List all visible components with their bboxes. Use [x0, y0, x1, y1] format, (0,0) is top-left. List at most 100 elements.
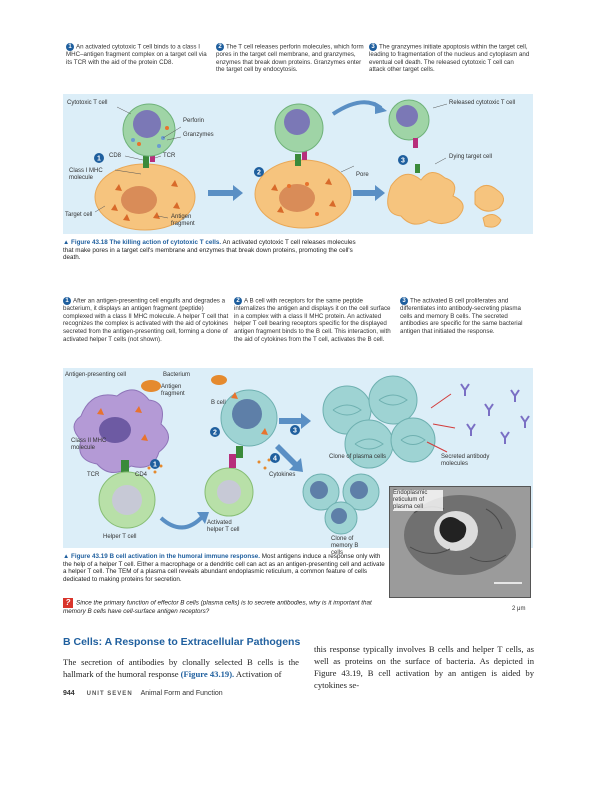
activation-arrow-head	[197, 512, 209, 524]
secreted-antibodies	[460, 383, 530, 444]
tcr-receptor	[413, 138, 418, 148]
fig2-question: ?Since the primary function of effector …	[63, 598, 385, 616]
step-text: A B cell with receptors for the same pep…	[234, 297, 391, 343]
question-mark-icon: ?	[63, 598, 73, 608]
label-secreted-antibody: Secreted antibody molecules	[441, 454, 490, 467]
target-nucleus	[121, 186, 157, 214]
granzyme-dots	[137, 126, 169, 146]
tcr-receptor	[229, 454, 236, 468]
label-bacterium: Bacterium	[163, 372, 191, 378]
label-memory-b-cells: Clone of memory B cells	[331, 536, 359, 556]
antibody-arrows	[426, 393, 456, 453]
t-cell-nucleus	[396, 105, 418, 127]
caption-title: B cell activation in the humoral immune …	[109, 553, 260, 560]
target-nucleus	[279, 184, 315, 212]
caption-text: An activated cytotoxic T cell releases m…	[63, 239, 356, 262]
scale-bar-label: 2 μm	[512, 606, 526, 612]
granzyme-dots	[287, 182, 319, 216]
marker-4: 4	[270, 453, 280, 463]
progress-arrow	[279, 413, 311, 429]
fig1-illustration: 1 2 3 Cytotoxic T cell Perforin Granzyme…	[63, 94, 533, 234]
mhc-receptor	[415, 164, 420, 173]
label-cd4: CD4	[135, 472, 148, 478]
antigen-fragments	[231, 392, 268, 435]
dying-target-cell	[387, 172, 464, 225]
label-cd8: CD8	[109, 153, 122, 159]
mhc-ii-receptor	[121, 460, 129, 472]
mhc-receptor	[143, 156, 149, 168]
helper-t-nucleus	[112, 485, 142, 515]
label-antigen-fragment: Antigen fragment	[161, 384, 185, 397]
label-b-cell: B cell	[211, 400, 226, 406]
svg-text:1: 1	[97, 156, 101, 163]
step-number-badge: 2	[216, 43, 224, 51]
caption-title: The killing action of cytotoxic T cells.	[109, 239, 222, 246]
svg-text:3: 3	[401, 158, 405, 165]
progress-arrow	[275, 444, 303, 472]
antigen-fragments	[111, 180, 180, 221]
fig1-caption: ▲ Figure 43.18 The killing action of cyt…	[63, 239, 363, 262]
caption-text: Most antigens induce a response only wit…	[63, 553, 385, 583]
fig2-illustration: 1 2 3 4 Antigen-presenting cell Bacteriu…	[63, 368, 533, 598]
cytokine-dots	[147, 458, 271, 474]
step-number-badge: 3	[369, 43, 377, 51]
progress-arrow	[208, 185, 243, 201]
label-granzymes: Granzymes	[183, 132, 214, 138]
section-heading: B Cells: A Response to Extracellular Pat…	[63, 636, 301, 648]
label-apc: Antigen-presenting cell	[65, 372, 127, 378]
label-tcr: TCR	[163, 153, 176, 159]
marker-3: 3	[290, 425, 300, 435]
b-cell-nucleus	[232, 399, 262, 429]
tcr-receptor	[302, 150, 307, 160]
step-text: After an antigen-presenting cell engulfs…	[63, 297, 229, 343]
svg-text:2: 2	[257, 170, 261, 177]
marker-3: 3	[398, 155, 408, 165]
mhc-receptor	[295, 154, 301, 166]
release-arrow-head	[375, 102, 387, 114]
question-text: Since the primary function of effector B…	[63, 599, 372, 615]
tcr-receptor	[150, 152, 155, 162]
label-plasma-cells: Clone of plasma cells	[329, 454, 387, 460]
fig2-svg: 1 2 3 4	[73, 375, 530, 535]
memory-b-cell-clone	[302, 473, 380, 535]
release-arrow	[331, 100, 383, 116]
figure-tag: ▲ Figure 43.19	[63, 553, 108, 560]
label-dying-target-cell: Dying target cell	[449, 154, 493, 160]
progress-arrow	[353, 185, 385, 201]
activation-arrow	[159, 514, 205, 530]
step-text: The granzymes initiate apoptosis within …	[369, 43, 530, 74]
body-column-2: this response typically involves B cells…	[314, 644, 534, 690]
bacterium	[141, 380, 161, 392]
svg-text:3: 3	[293, 428, 297, 435]
page-number: 944	[63, 690, 75, 697]
bacterium	[211, 375, 227, 385]
label-class-ii-mhc: Class II MHC molecule	[71, 438, 107, 451]
figure-tag: ▲ Figure 43.18	[63, 239, 108, 246]
label-er: Endoplasmic reticulum of plasma cell	[393, 490, 443, 511]
t-cell-nucleus	[284, 109, 310, 135]
figure-ref: (Figure 43.19).	[178, 669, 235, 679]
marker-2: 2	[210, 427, 220, 437]
step-number-badge: 1	[66, 43, 74, 51]
step-text: An activated cytotoxic T cell binds to a…	[66, 43, 207, 66]
body-text-end: Activation of	[234, 669, 282, 679]
antigen-fragments	[97, 406, 148, 441]
page-footer: 944 UNIT SEVEN Animal Form and Function	[63, 690, 223, 697]
label-perforin: Perforin	[183, 118, 205, 124]
svg-text:1: 1	[153, 462, 157, 469]
plasma-cell-clone	[322, 375, 436, 469]
label-activated-helper: Activated helper T cell	[207, 520, 240, 533]
cell-fragment	[474, 185, 504, 212]
label-helper-t-cell: Helper T cell	[103, 534, 137, 540]
svg-text:2: 2	[213, 430, 217, 437]
label-released-t-cell: Released cytotoxic T cell	[449, 100, 516, 106]
label-class-i-mhc: Class I MHC molecule	[69, 168, 103, 181]
mhc-ii-receptor	[236, 446, 243, 458]
marker-2: 2	[254, 167, 264, 177]
